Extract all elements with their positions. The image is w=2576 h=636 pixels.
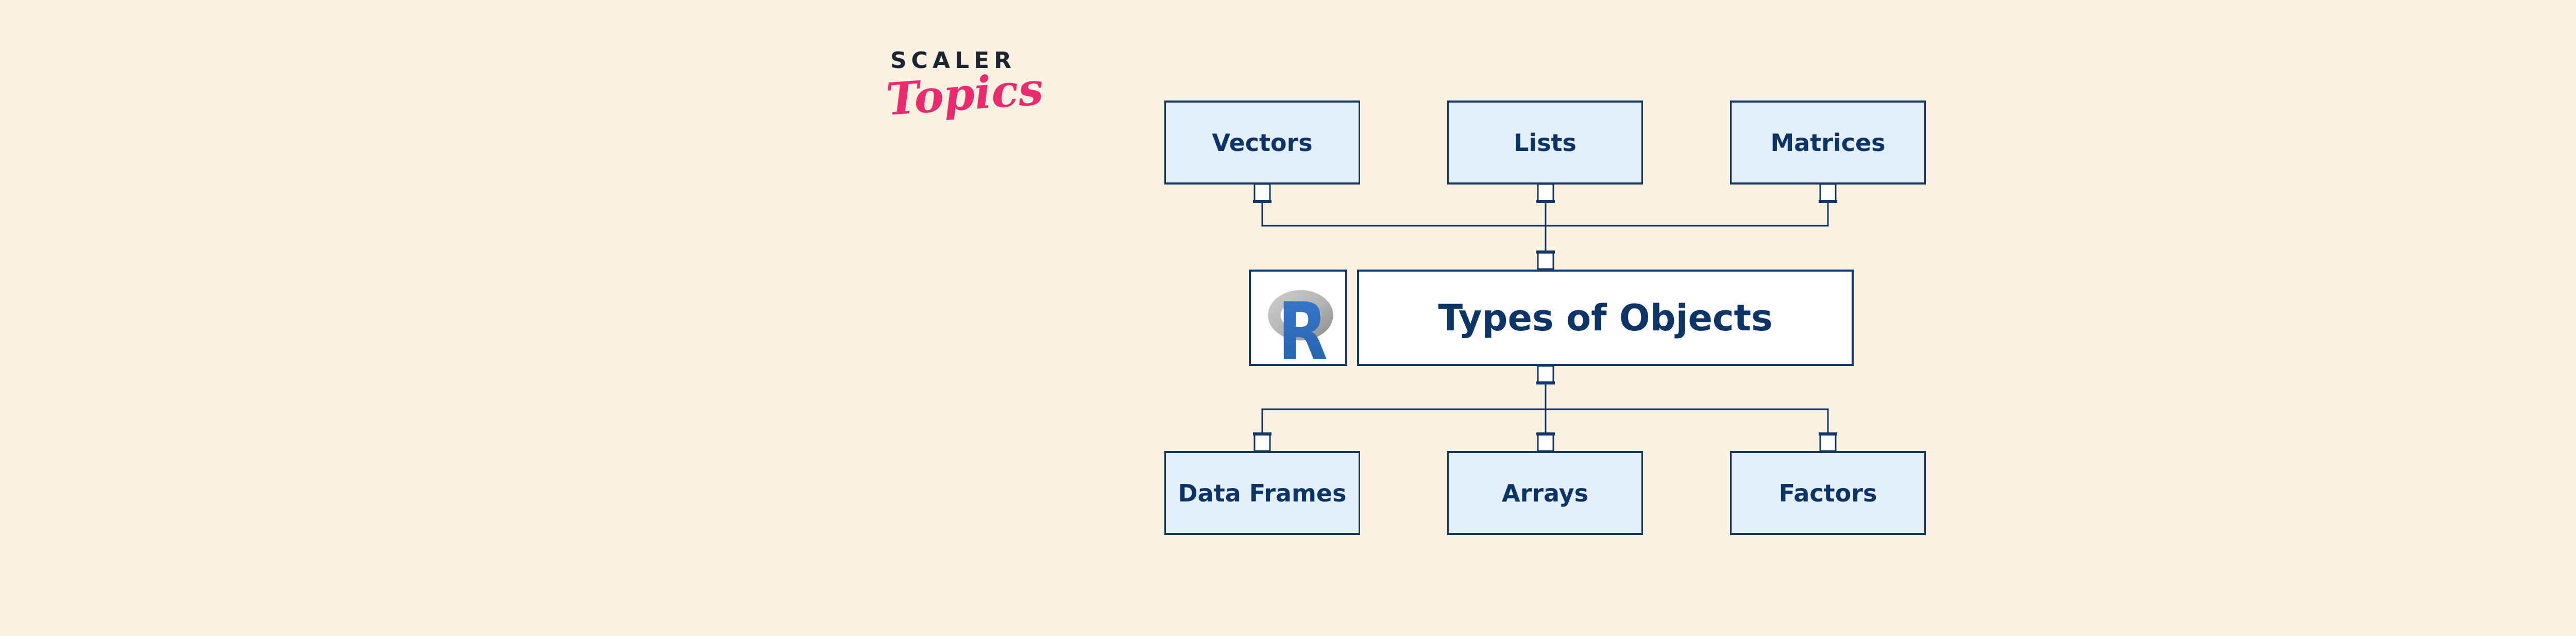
node-vectors-label: Vectors (1212, 128, 1313, 157)
node-lists-label: Lists (1514, 128, 1577, 157)
node-arrays-label: Arrays (1502, 479, 1588, 507)
node-lists: Lists (1447, 101, 1643, 185)
node-data-frames-label: Data Frames (1178, 479, 1347, 507)
node-arrays: Arrays (1447, 451, 1643, 535)
node-factors: Factors (1730, 451, 1926, 535)
logo-brand-text: SCALER (890, 47, 1016, 74)
scaler-topics-logo: SCALER Topics (885, 47, 1045, 126)
node-data-frames: Data Frames (1164, 451, 1360, 535)
node-matrices-label: Matrices (1770, 128, 1886, 157)
svg-text:R: R (1278, 286, 1328, 361)
title-node-label: Types of Objects (1438, 296, 1773, 339)
title-node: Types of Objects (1357, 270, 1854, 366)
r-logo-icon: R (1268, 286, 1333, 361)
r-logo-box: R (1249, 270, 1347, 366)
node-factors-label: Factors (1778, 479, 1877, 507)
node-matrices: Matrices (1730, 101, 1926, 185)
node-vectors: Vectors (1164, 101, 1360, 185)
